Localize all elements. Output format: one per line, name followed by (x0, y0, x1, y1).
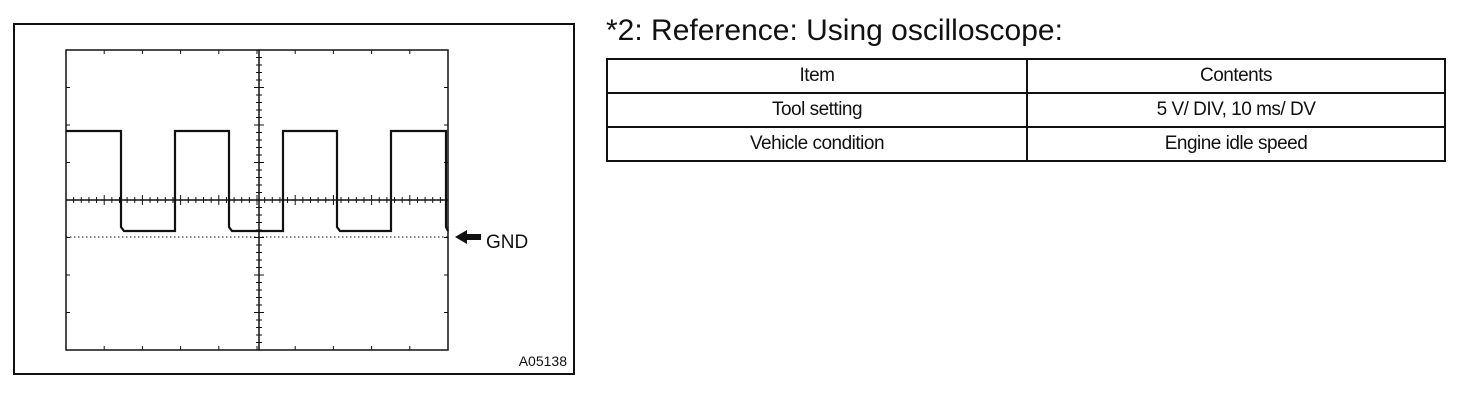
table-cell: Tool setting (606, 92, 1028, 128)
table-cell: Engine idle speed (1026, 126, 1446, 162)
figure-id: A05138 (518, 353, 567, 369)
ground-label: GND (486, 232, 528, 253)
page-heading: *2: Reference: Using oscilloscope: (606, 14, 1063, 47)
table-cell: Vehicle condition (606, 126, 1028, 162)
oscilloscope-figure: GND A05138 (13, 23, 575, 375)
table-header-cell: Contents (1026, 58, 1446, 94)
table-header-row: Item Contents (606, 58, 1446, 94)
ground-arrow-icon (455, 230, 481, 244)
oscilloscope-screen: GND (65, 49, 528, 351)
table-header-cell: Item (606, 58, 1028, 94)
table-cell: 5 V/ DIV, 10 ms/ DV (1026, 92, 1446, 128)
spec-table: Item Contents Tool setting 5 V/ DIV, 10 … (606, 58, 1446, 162)
signal-waveform (66, 129, 449, 233)
table-row: Tool setting 5 V/ DIV, 10 ms/ DV (606, 92, 1446, 128)
table-row: Vehicle condition Engine idle speed (606, 126, 1446, 162)
